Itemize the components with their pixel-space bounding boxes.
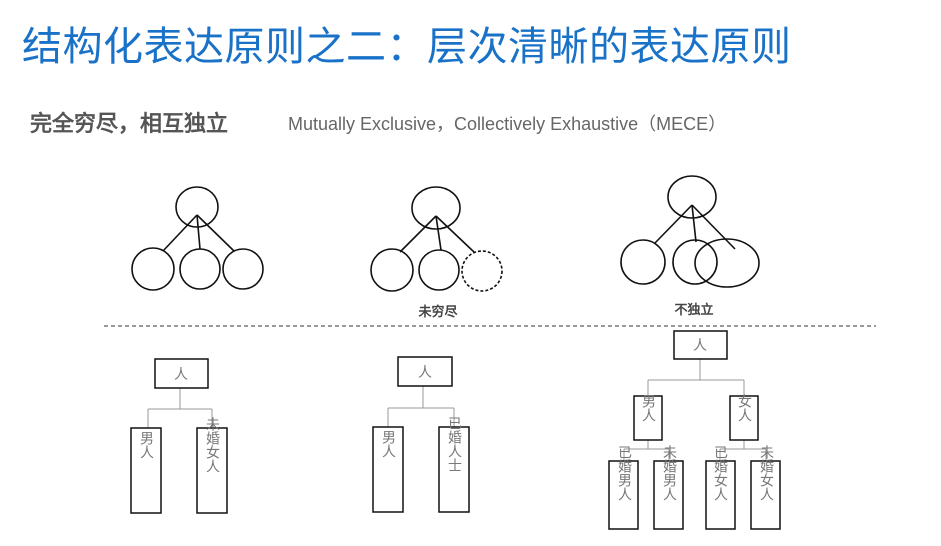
child-circle xyxy=(131,247,175,291)
tree-leaf-label: 已婚男人 xyxy=(616,445,632,501)
connector-line xyxy=(399,215,437,253)
tree-not-exclusive: 人 男人 女人 已婚男人 未婚男人 已婚女人 未婚女人 xyxy=(608,330,781,530)
child-circle xyxy=(620,239,666,285)
tree-mid-label: 男人 xyxy=(640,394,656,422)
tree-leaf-label: 已婚女人 xyxy=(712,445,728,501)
connector-line xyxy=(435,215,475,253)
parent-circle xyxy=(175,186,219,228)
tree-child-label: 男人 xyxy=(380,430,396,458)
connector-line xyxy=(435,215,442,251)
parent-circle xyxy=(411,186,461,230)
tree-leaf-node xyxy=(608,460,639,530)
tree-leaf-label: 未婚男人 xyxy=(661,445,677,501)
child-circle xyxy=(418,249,460,291)
page-title: 结构化表达原则之二：层次清晰的表达原则 xyxy=(22,24,792,70)
tree-child-node xyxy=(196,427,228,514)
tree-mid-label: 女人 xyxy=(736,393,752,422)
tree-mid-node xyxy=(633,395,663,441)
tree-mece: 人 男人 未婚女人 xyxy=(130,358,228,514)
missing-child-circle xyxy=(461,250,503,292)
connector-line xyxy=(196,214,235,252)
tree-not-exhaustive: 人 男人 已婚人士 xyxy=(372,356,470,513)
tree-leaf-node xyxy=(750,460,781,530)
parent-circle xyxy=(667,175,717,219)
section-subtitle: 完全穷尽，相互独立 xyxy=(30,112,229,137)
diagram-mece-circles xyxy=(131,186,264,291)
tree-root-node xyxy=(673,330,728,360)
tree-root-label: 人 xyxy=(174,367,188,383)
connector-line xyxy=(196,214,201,250)
section-subtitle-english: Mutually Exclusive，Collectively Exhausti… xyxy=(288,114,727,134)
not-exhaustive-label: 未穷尽 xyxy=(417,304,458,320)
child-circle xyxy=(222,248,264,290)
tree-child-label: 男人 xyxy=(138,431,154,459)
tree-leaf-node xyxy=(653,460,684,530)
overlapping-child-circle xyxy=(694,238,760,288)
diagram-not-exhaustive-circles xyxy=(370,186,503,292)
connector-line xyxy=(162,214,198,252)
tree-leaf-label: 未婚女人 xyxy=(758,445,774,501)
tree-leaf-node xyxy=(705,460,736,530)
tree-root-node xyxy=(397,356,453,387)
tree-child-node xyxy=(372,426,404,513)
tree-mid-node xyxy=(729,395,759,441)
child-circle xyxy=(179,248,221,290)
connector-line xyxy=(654,204,693,244)
tree-root-node xyxy=(154,358,209,389)
connector-line xyxy=(691,204,697,243)
tree-child-node xyxy=(130,427,162,514)
tree-child-label: 未婚女人 xyxy=(204,417,220,473)
tree-child-label: 已婚人士 xyxy=(446,416,462,472)
child-circle xyxy=(672,239,718,285)
child-circle xyxy=(370,248,414,292)
not-exclusive-label: 不独立 xyxy=(674,302,713,318)
tree-child-node xyxy=(438,426,470,513)
tree-root-label: 人 xyxy=(418,365,432,381)
diagram-not-exclusive-circles xyxy=(620,175,760,288)
tree-root-label: 人 xyxy=(693,338,707,354)
connector-line xyxy=(691,204,736,250)
